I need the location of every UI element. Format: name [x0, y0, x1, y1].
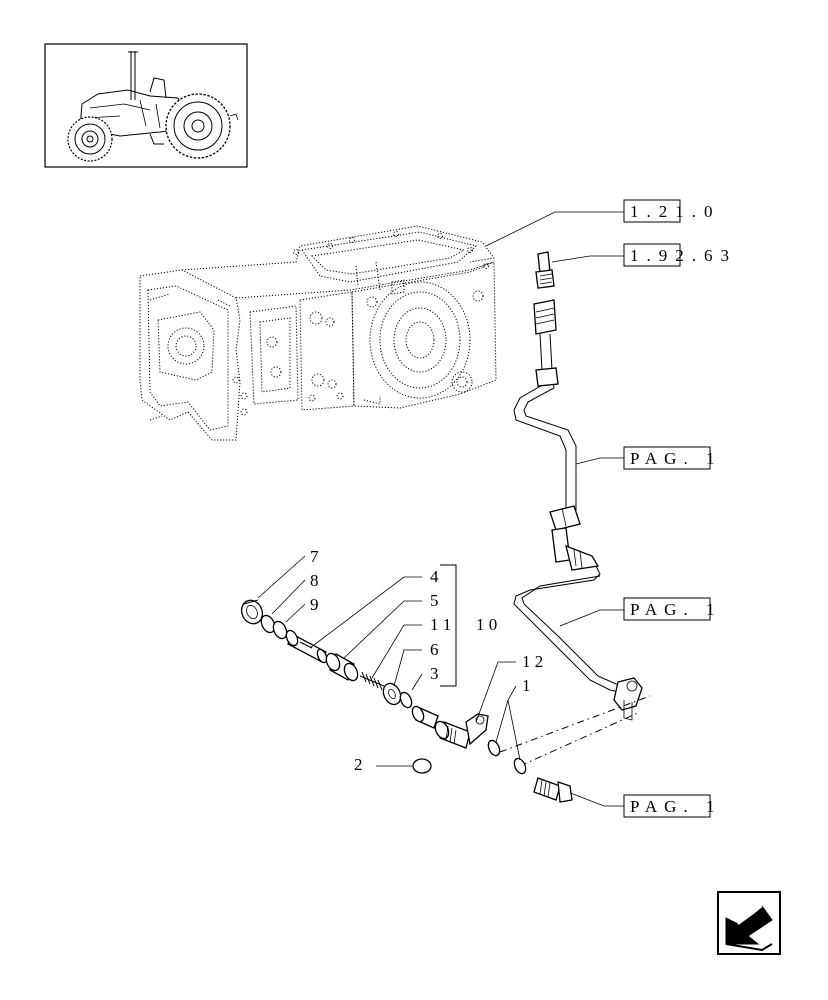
- part-7-cap: [240, 599, 264, 625]
- callout-9: 9: [310, 595, 319, 614]
- callout-3: 3: [430, 664, 439, 683]
- reference-box-2[interactable]: 1.92.63: [623, 243, 737, 267]
- ref-3-leader: [575, 457, 624, 465]
- callout-12: 1 2: [522, 652, 543, 671]
- callout-7: 7: [310, 547, 319, 566]
- part-12-lever: [411, 705, 489, 749]
- ref-4-leader: [559, 609, 624, 627]
- reference-box-3[interactable]: PAG. 1: [623, 446, 721, 470]
- part-1-ring-a: [487, 739, 501, 757]
- banjo-bolt: [533, 777, 573, 803]
- part-9-ring: [272, 620, 288, 640]
- callout-10: 1 0: [476, 615, 497, 634]
- part-11-spring: [359, 671, 385, 691]
- part-8-ring: [260, 614, 276, 634]
- ref-5-label: PAG. 1: [630, 797, 721, 816]
- part-1-ring-b: [513, 757, 527, 775]
- reference-box-5[interactable]: PAG. 1: [623, 794, 721, 818]
- callout-11: 1 1: [430, 615, 451, 634]
- callout-8: 8: [310, 571, 319, 590]
- part-3-ring: [399, 691, 413, 709]
- part-5-sleeve: [325, 652, 359, 682]
- ref-3-label: PAG. 1: [630, 449, 721, 468]
- part-4-spool: [285, 629, 328, 664]
- callout-5: 5: [430, 591, 439, 610]
- reference-box-1[interactable]: 1.21.0: [623, 199, 721, 223]
- ref-5-leader: [567, 791, 624, 807]
- tractor-thumbnail-icon: [44, 43, 248, 168]
- alignment-line-1: [499, 695, 651, 753]
- ref-2-leader: [551, 255, 624, 263]
- callout-leaders: [257, 555, 521, 767]
- callout-labels: 7 8 9 4 5 1 1 1 0 6 3 1 2 1 2: [310, 547, 543, 774]
- callout-4: 4: [430, 567, 439, 586]
- ref-2-label: 1.92.63: [630, 246, 737, 265]
- part-6-washer: [382, 682, 402, 706]
- part-2-ring: [412, 758, 432, 774]
- callout-6: 6: [430, 640, 439, 659]
- alignment-line-2: [519, 711, 641, 767]
- callout-2: 2: [354, 755, 363, 774]
- navigation-arrow-icon[interactable]: [717, 891, 781, 955]
- callout-1: 1: [522, 676, 531, 695]
- ref-4-label: PAG. 1: [630, 600, 721, 619]
- reference-box-4[interactable]: PAG. 1: [623, 597, 721, 621]
- ref-1-label: 1.21.0: [630, 202, 721, 221]
- transmission-housing: [139, 225, 497, 441]
- ref-1-leader: [485, 211, 624, 247]
- pressure-sensor: [533, 251, 557, 335]
